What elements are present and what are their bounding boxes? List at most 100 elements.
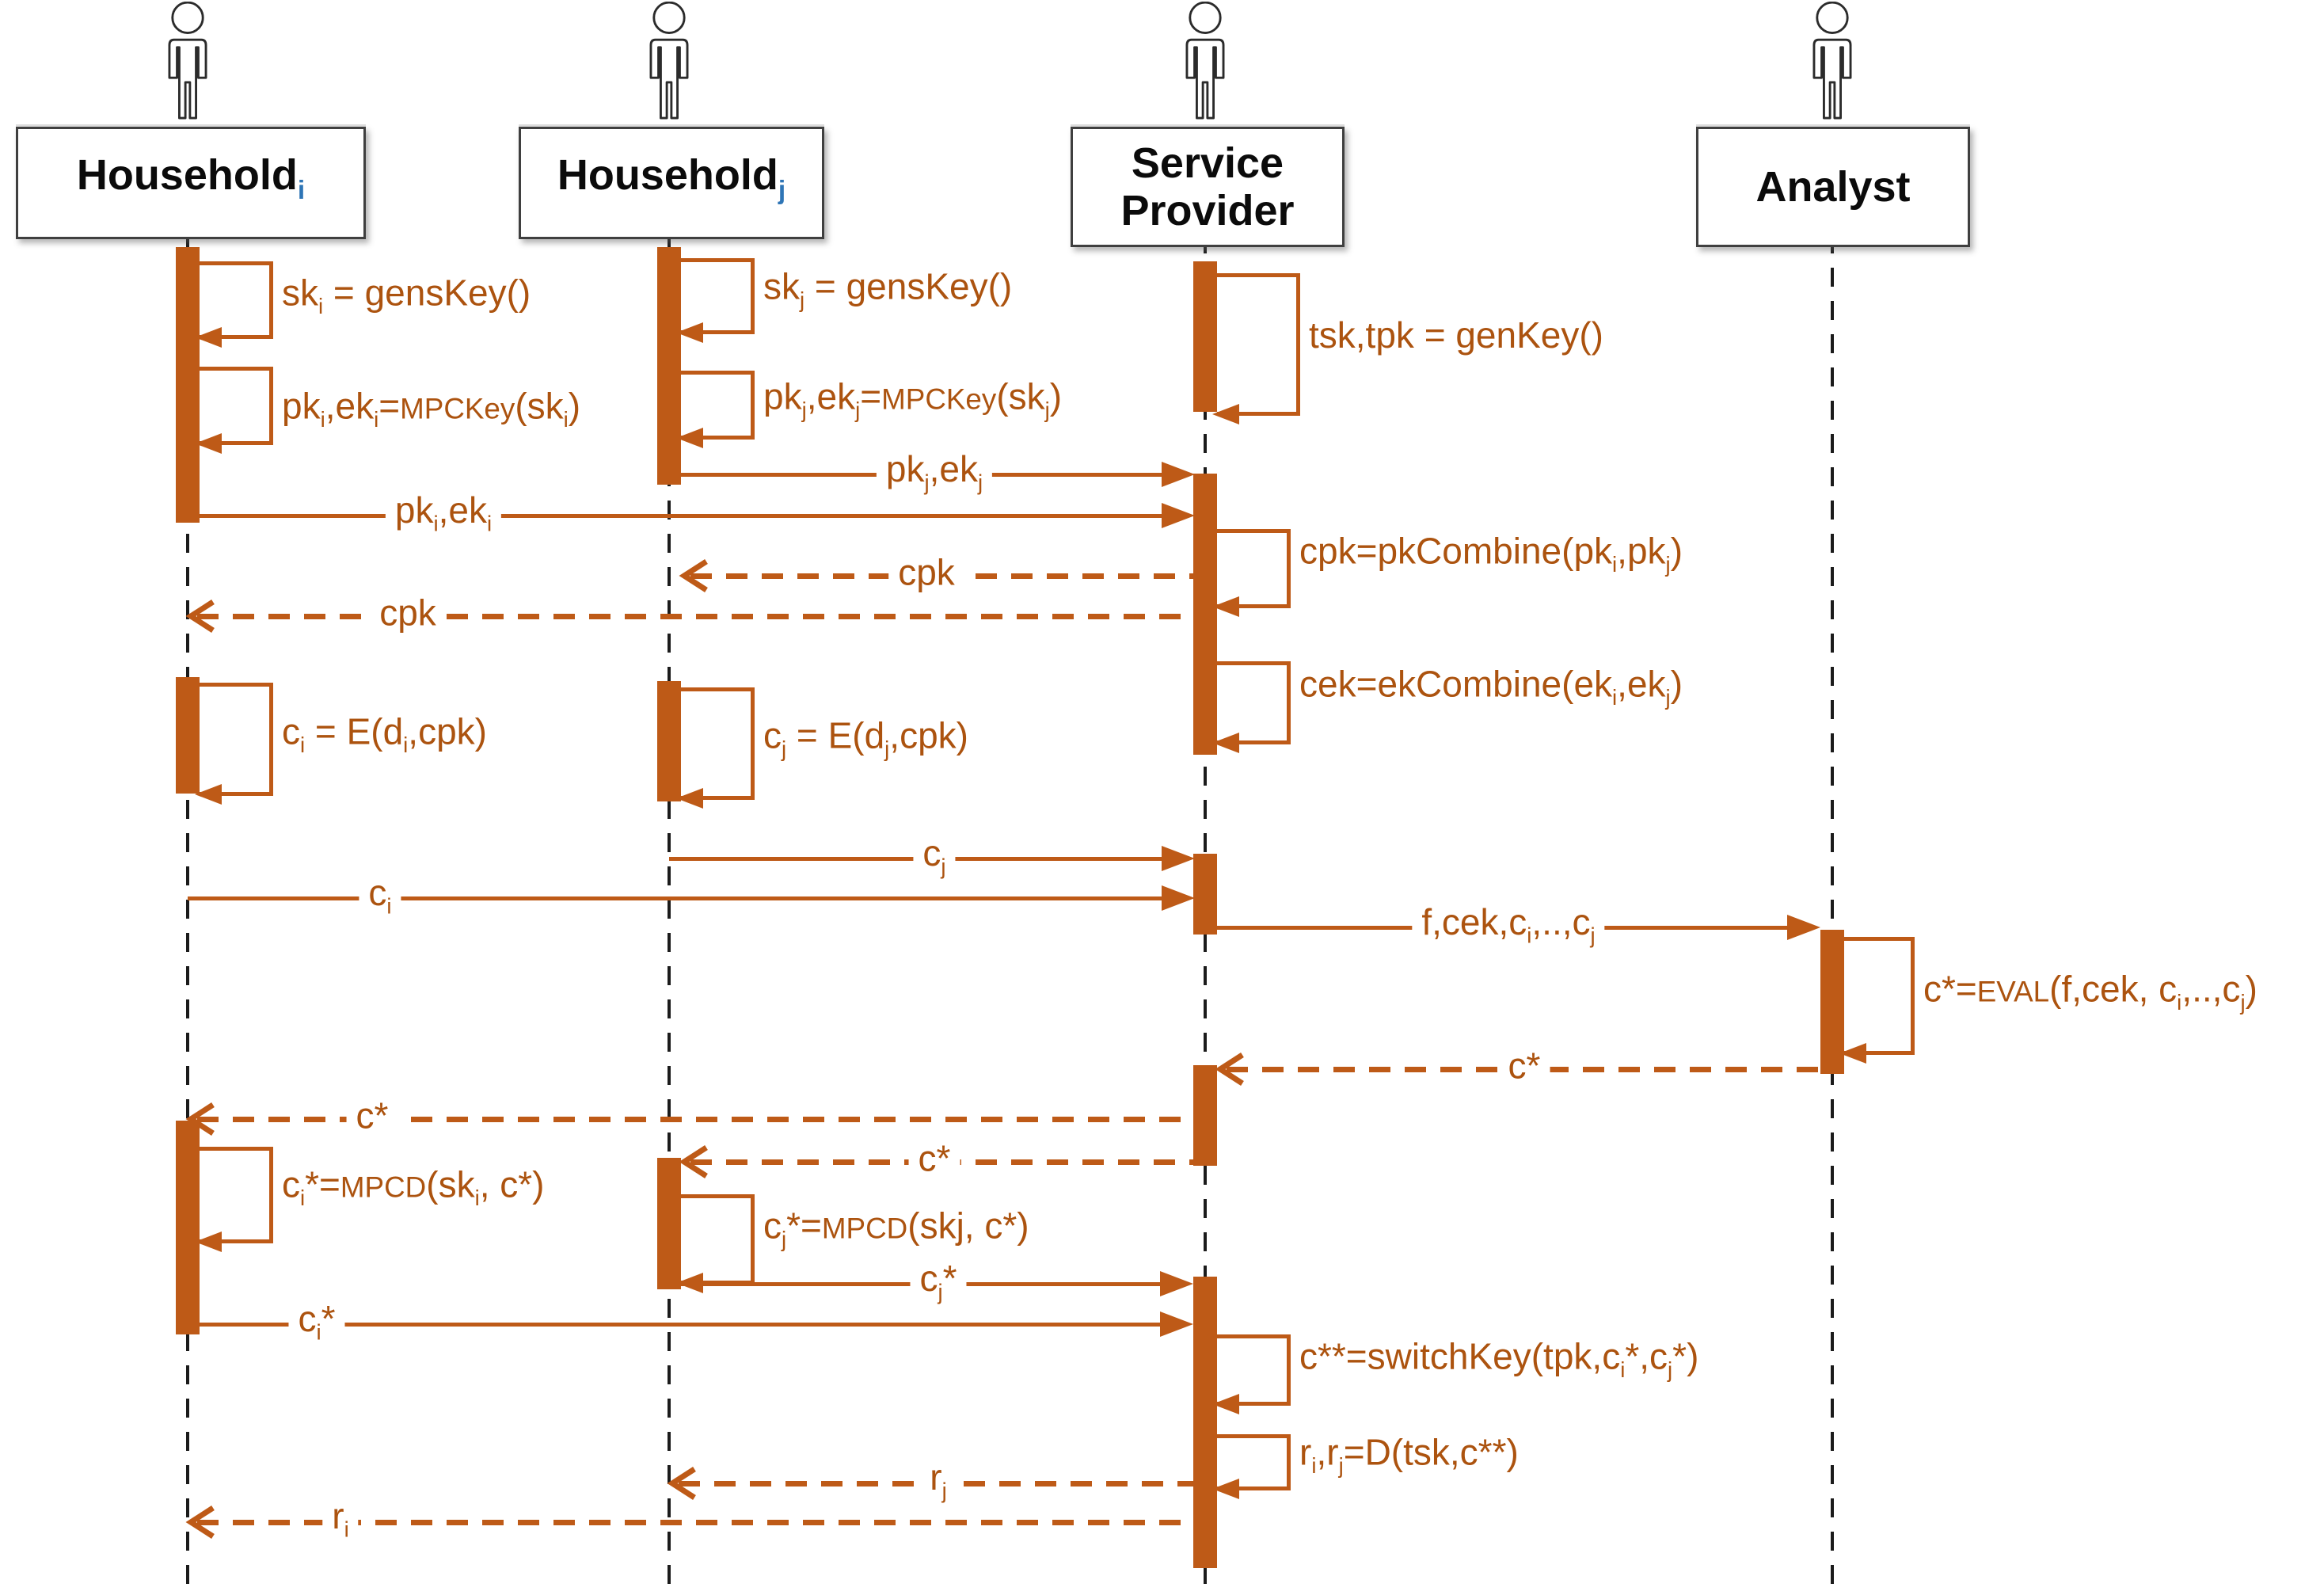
self-message-label-service-provider: tsk,tpk = genKey() [1309, 314, 1603, 356]
self-message-loop-household-i [195, 683, 273, 805]
activation-bar-service-provider [1193, 1065, 1217, 1166]
solid-arrowhead-icon [1162, 846, 1195, 871]
activation-bar-household-i [176, 1121, 200, 1334]
message-label: cpk [370, 591, 446, 634]
activation-bar-service-provider [1193, 261, 1217, 412]
message-label: pkj,ekj [876, 447, 993, 496]
message-arrow: ri [185, 1494, 1193, 1543]
activation-bar-analyst [1820, 930, 1844, 1074]
self-message-loop-household-j [676, 687, 755, 809]
dashed-message-line [197, 1117, 1193, 1122]
self-message-label-household-j: cj*=MPCD(skj, c*) [763, 1205, 1029, 1251]
person-icon [168, 1, 207, 120]
self-message-label-household-i: ci*=MPCD(ski, c*) [282, 1163, 545, 1210]
self-message-label-service-provider: cek=ekCombine(eki,ekj) [1299, 663, 1683, 710]
message-label: cpk [888, 550, 964, 594]
message-label: cj* [910, 1257, 967, 1305]
message-label: c* [908, 1136, 960, 1180]
person-icon [649, 1, 689, 120]
self-message-loop-service-provider [1212, 273, 1300, 424]
self-message-loop-analyst [1839, 937, 1915, 1064]
solid-arrowhead-icon [1162, 885, 1195, 911]
self-message-loop-household-i [195, 1147, 273, 1252]
activation-bar-service-provider [1193, 474, 1217, 755]
self-message-loop-service-provider [1212, 661, 1291, 753]
self-message-loop-service-provider [1212, 1334, 1291, 1414]
message-label: c* [1498, 1044, 1550, 1087]
solid-message-line [188, 896, 1189, 900]
actor-label-analyst: Analyst [1755, 163, 1911, 211]
lifeline-household-i [186, 234, 189, 1595]
actor-box-analyst: Analyst [1696, 127, 1970, 247]
solid-arrowhead-icon [1162, 503, 1195, 528]
message-label: c* [346, 1094, 398, 1137]
activation-bar-household-j [657, 681, 681, 801]
open-arrowhead-icon [184, 1504, 218, 1544]
message-arrow: c* [185, 1094, 1193, 1137]
open-arrowhead-icon [678, 558, 711, 598]
self-message-label-household-j: cj = E(dj,cpk) [763, 714, 968, 761]
open-arrowhead-icon [678, 1144, 711, 1184]
actor-box-household-j: Householdj [519, 127, 824, 239]
open-arrowhead-icon [666, 1465, 699, 1506]
open-arrowhead-icon [184, 1101, 218, 1141]
self-message-label-service-provider: cpk=pkCombine(pki,pkj) [1299, 530, 1683, 577]
message-arrow: pki,eki [200, 489, 1195, 537]
actor-box-household-i: Householdi [16, 127, 366, 239]
solid-message-line [200, 514, 1189, 518]
lifeline-household-j [668, 234, 671, 1595]
activation-bar-household-i [176, 677, 200, 794]
solid-arrowhead-icon [1787, 915, 1820, 940]
actor-box-service-provider: Service Provider [1071, 127, 1345, 247]
self-message-label-household-i: pki,eki=MPCKey(ski) [282, 385, 581, 432]
dashed-message-line [197, 1520, 1193, 1525]
message-label: cj [913, 832, 956, 880]
activation-bar-household-j [657, 247, 681, 485]
self-message-label-household-j: pkj,ekj=MPCKey(skj) [763, 375, 1063, 422]
person-icon [1812, 1, 1852, 120]
message-arrow: c* [1215, 1044, 1820, 1087]
service-provider-person-icon [1167, 1, 1243, 126]
self-message-label-service-provider: c**=switchKey(tpk,ci*,cj*) [1299, 1335, 1699, 1382]
message-arrow: ci [188, 871, 1195, 919]
actor-label-household-i: Householdi [76, 151, 306, 205]
activation-bar-household-j [657, 1158, 681, 1289]
self-message-loop-service-provider [1212, 1434, 1291, 1499]
message-arrow: pkj,ekj [681, 447, 1195, 496]
solid-arrowhead-icon [1162, 462, 1195, 487]
self-message-label-household-j: skj = gensKey() [763, 265, 1013, 312]
message-label: pki,eki [385, 489, 502, 537]
message-arrow: ci* [200, 1297, 1193, 1346]
message-label: ri [322, 1494, 359, 1543]
self-message-loop-household-i [195, 261, 273, 348]
self-message-label-household-i: ci = E(di,cpk) [282, 710, 487, 757]
message-label: ci [359, 871, 401, 919]
message-arrow: c* [679, 1136, 1193, 1180]
self-message-label-analyst: c*=EVAL(f,cek, ci,..,cj) [1923, 968, 2257, 1014]
household-i-person-icon [150, 1, 226, 126]
message-arrow: cpk [679, 550, 1193, 594]
self-message-loop-household-j [676, 258, 755, 343]
self-message-loop-service-provider [1212, 529, 1291, 617]
self-message-label-service-provider: ri,rj=D(tsk,c**) [1299, 1431, 1519, 1478]
message-label: rj [920, 1456, 957, 1504]
open-arrowhead-icon [184, 598, 218, 638]
self-message-label-household-i: ski = gensKey() [282, 272, 531, 318]
household-j-person-icon [631, 1, 707, 126]
solid-message-line [200, 1323, 1187, 1327]
activation-bar-service-provider [1193, 1277, 1217, 1568]
self-message-loop-household-j [676, 371, 755, 448]
activation-bar-household-i [176, 247, 200, 523]
actor-label-service-provider: Service Provider [1120, 139, 1295, 234]
open-arrowhead-icon [1214, 1051, 1247, 1091]
person-icon [1185, 1, 1225, 120]
self-message-loop-household-j [676, 1194, 755, 1293]
message-label: ci* [288, 1297, 345, 1346]
dashed-message-line [197, 614, 1193, 619]
solid-arrowhead-icon [1160, 1271, 1193, 1296]
message-arrow: cj* [681, 1257, 1193, 1305]
message-arrow: cj [669, 832, 1195, 880]
message-arrow: f,cek,ci,..,cj [1217, 900, 1820, 949]
actor-label-household-j: Householdj [557, 151, 786, 205]
